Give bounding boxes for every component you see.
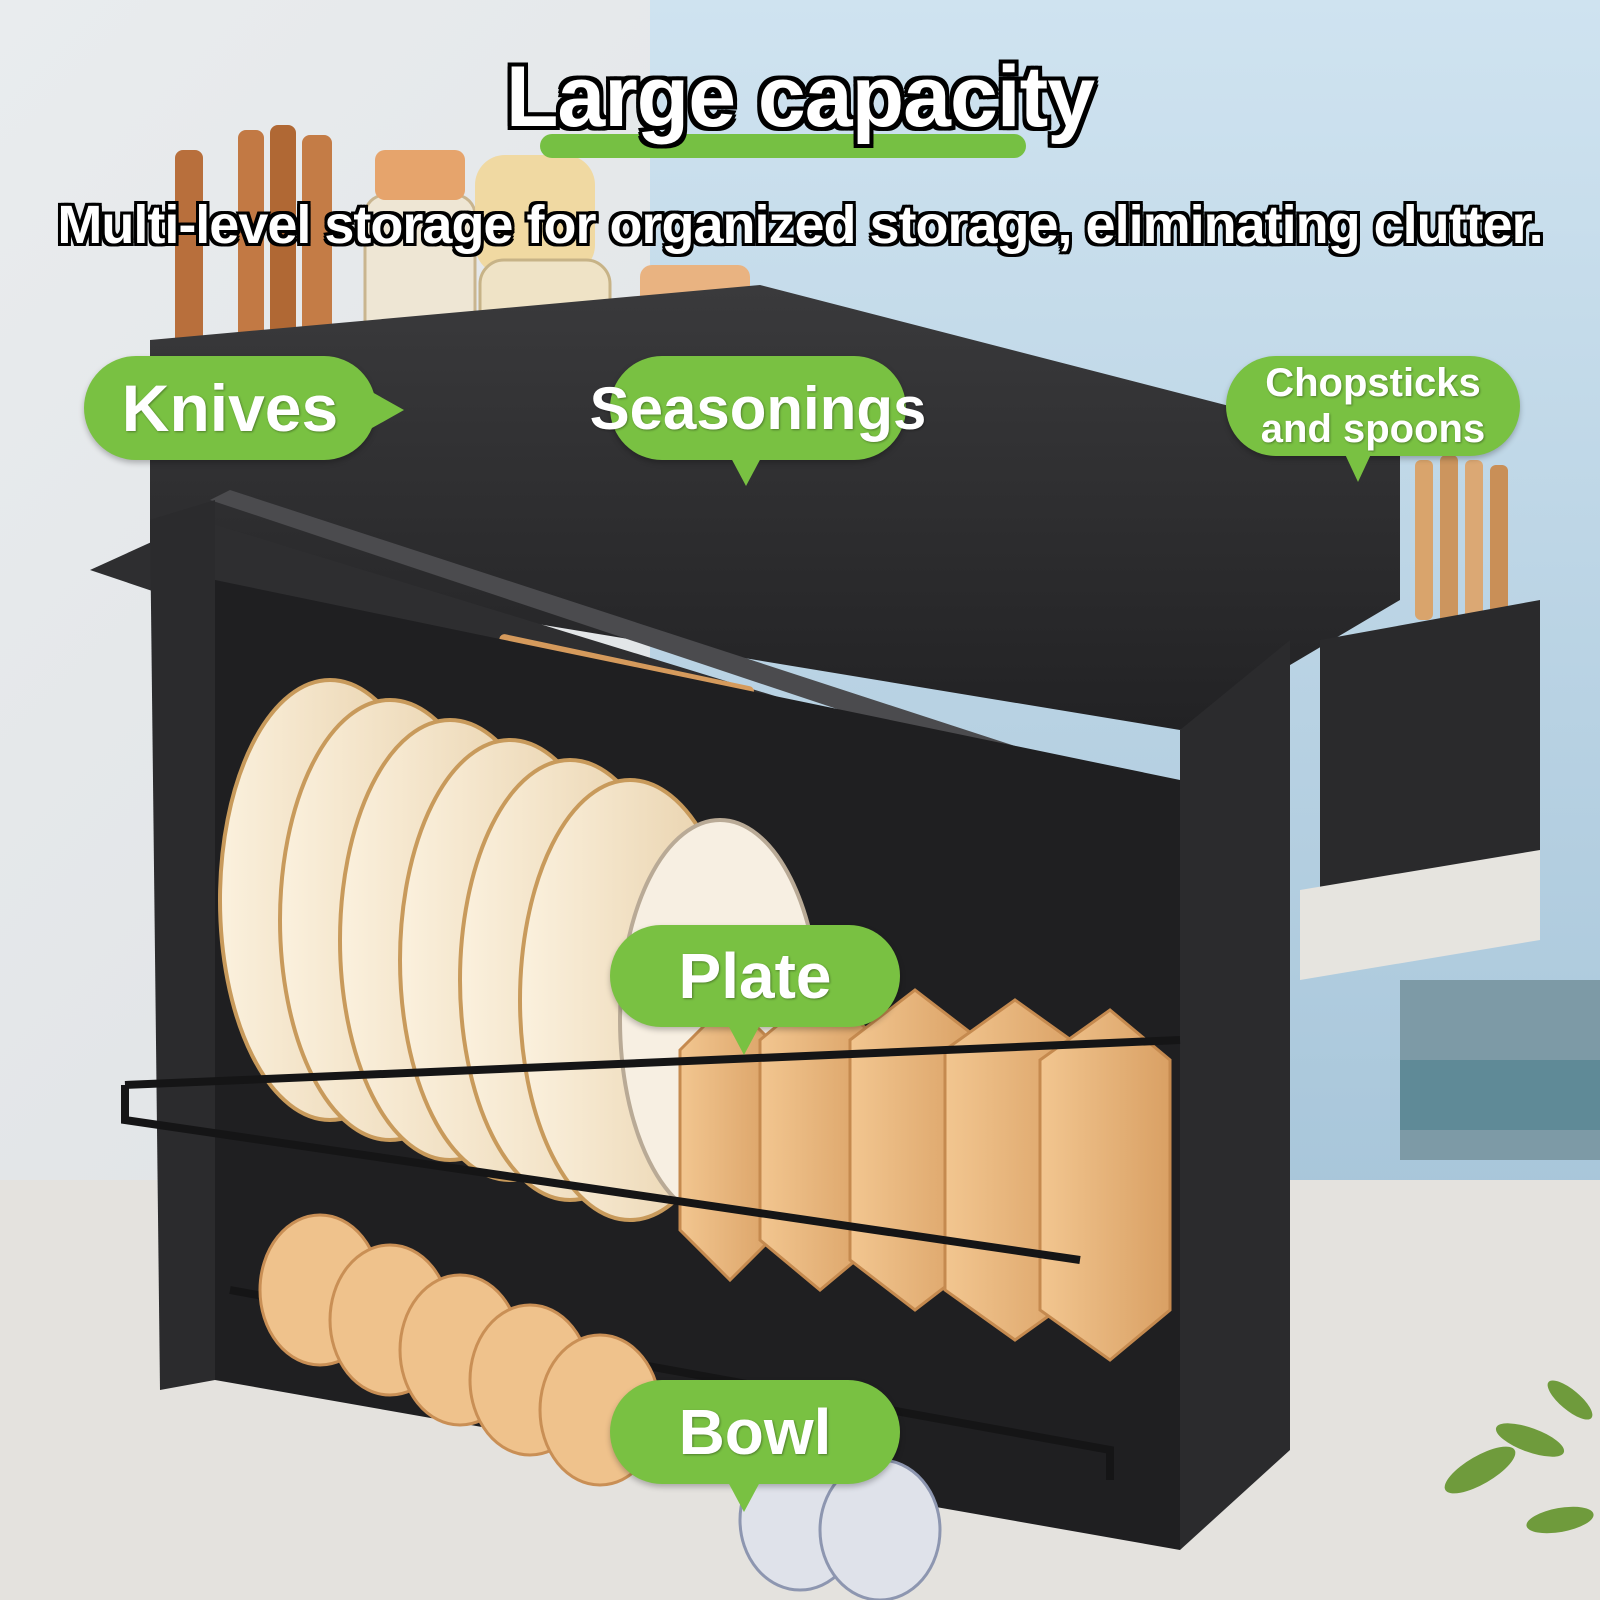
callout-plate-label: Plate <box>678 940 832 1012</box>
callout-knives-label: Knives <box>121 371 339 445</box>
callout-seasonings-label: Seasonings <box>589 374 927 442</box>
title-underline <box>540 134 1026 158</box>
rack-top-shelf <box>150 285 1400 730</box>
callout-chopsticks-line2: and spoons <box>1260 407 1486 451</box>
callout-seasonings: Seasonings <box>590 356 926 486</box>
plant <box>1444 1380 1594 1534</box>
callout-chopsticks: Chopsticks and spoons <box>1226 356 1520 482</box>
callout-pointer <box>1344 452 1372 482</box>
callout-knives: Knives <box>84 356 404 460</box>
knife-block <box>175 125 332 350</box>
callout-pointer <box>728 1025 760 1055</box>
page-title: Large capacity <box>505 49 1095 145</box>
callout-plate: Plate <box>610 925 900 1055</box>
rack-right-panel <box>1180 640 1290 1550</box>
rack-left-panel <box>150 500 215 1390</box>
callout-chopsticks-line1: Chopsticks <box>1265 361 1481 405</box>
callout-bowl: Bowl <box>610 1380 900 1512</box>
page-subtitle: Multi-level storage for organized storag… <box>57 195 1543 255</box>
utensil-holder <box>1300 455 1540 980</box>
callout-pointer <box>728 1482 760 1512</box>
callout-pointer <box>730 456 762 486</box>
callout-bowl-label: Bowl <box>678 1396 832 1468</box>
callout-pointer <box>372 392 404 428</box>
